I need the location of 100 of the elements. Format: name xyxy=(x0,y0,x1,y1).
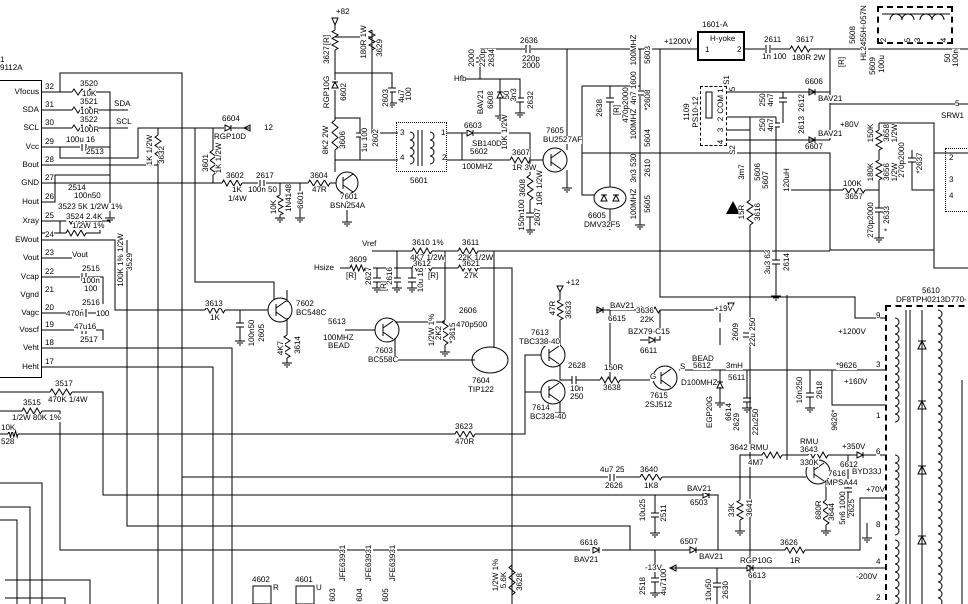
part-label: BAV21 xyxy=(699,553,724,561)
part-label: 2K2 xyxy=(435,326,443,340)
part-label: 50 xyxy=(944,54,952,62)
part-label: 10u50 xyxy=(705,578,713,602)
part-label: 7615 xyxy=(650,392,668,400)
pin-number: 31 xyxy=(45,101,54,109)
part-label: 1K xyxy=(232,186,242,194)
part-label: 9 xyxy=(876,312,880,320)
pin-number: 27 xyxy=(45,174,54,182)
part-label: 2000 xyxy=(468,49,476,67)
part-label: 2 xyxy=(876,594,880,602)
part-label: SCL xyxy=(116,118,132,126)
part-label: +1200V xyxy=(838,328,866,336)
part-label: 100n 50 xyxy=(248,186,277,194)
part-label: 100 xyxy=(405,87,413,101)
part-label: 470p2000 xyxy=(622,87,630,123)
pin-number: PS10-12 xyxy=(692,96,700,128)
part-label: 47R xyxy=(549,300,557,316)
pin-number: 19 xyxy=(45,321,54,329)
part-label: Hsize xyxy=(314,264,334,272)
part-label: 100MHZ xyxy=(630,188,638,220)
pin-label: Veht xyxy=(22,344,39,352)
part-label: 47u16 xyxy=(74,323,96,331)
part-label: 4n7 1600 xyxy=(630,71,638,105)
part-label: 10K xyxy=(82,90,96,98)
part-label: 10K xyxy=(1,424,16,432)
part-label: 2513 xyxy=(86,148,104,156)
part-label: 10n xyxy=(570,385,584,393)
pin-label: SCL xyxy=(23,124,39,132)
pin-number: 1 xyxy=(441,129,446,137)
part-label: 3616 xyxy=(754,203,762,221)
part-label: 100MHZ xyxy=(630,34,638,66)
part-label: 3617 xyxy=(796,36,814,44)
part-label: 330K xyxy=(800,459,819,467)
part-label: 3608 xyxy=(519,179,527,197)
part-label: RGP10G xyxy=(323,76,331,108)
part-label: -200V xyxy=(856,573,878,581)
part-label: 2636 xyxy=(520,37,538,45)
part-label: 120uH xyxy=(783,168,791,192)
part-label: MPSA44 xyxy=(826,479,858,487)
part-label: 604 xyxy=(356,588,364,602)
part-label: 100n50 xyxy=(248,320,256,346)
part-label: 3607 xyxy=(512,149,530,157)
part-label: 7613 xyxy=(531,329,549,337)
part-label: 250 xyxy=(759,118,767,132)
part-label: 2628 xyxy=(568,362,586,370)
part-label: 9112A xyxy=(0,64,23,72)
part-label: 3521 xyxy=(80,98,98,106)
pin-number: 22 xyxy=(45,268,54,276)
part-label: 2616 xyxy=(386,267,394,285)
part-label: 100n xyxy=(82,277,100,285)
part-label: 180K xyxy=(867,162,875,182)
part-label: 1K 1/2W xyxy=(215,142,223,174)
pin-number: 4 xyxy=(940,38,948,42)
part-label: 2617 xyxy=(256,172,274,180)
part-label: 6612 xyxy=(840,461,858,469)
part-label: 4u7 25 xyxy=(600,466,624,474)
part-label: 3mH xyxy=(726,362,743,370)
part-label: 1/4W xyxy=(228,195,247,203)
part-label: 5601 xyxy=(410,177,428,185)
part-label: 6606 xyxy=(805,78,823,86)
part-label: +160V xyxy=(844,378,868,386)
part-label: 100u xyxy=(878,55,886,73)
part-label: [R] xyxy=(346,272,356,280)
part-label: 100u 16 xyxy=(66,136,95,144)
part-label: 3632 xyxy=(158,146,166,164)
part-label: 100MHZ xyxy=(462,163,493,171)
pin-number: 2 xyxy=(949,154,954,162)
part-label: 3633 xyxy=(565,301,573,319)
part-label: 15R xyxy=(738,204,746,220)
part-label: 3613 xyxy=(205,300,223,308)
part-label: 150K xyxy=(867,124,875,142)
part-label: U xyxy=(316,584,322,592)
pin-label: Vfocus xyxy=(14,88,39,96)
part-label: +1200V xyxy=(664,38,692,46)
part-label: 4n7 xyxy=(767,118,775,132)
pin-number: 1 xyxy=(705,46,710,54)
part-label: JFE63931 xyxy=(389,544,397,582)
pin-number: 20 xyxy=(45,304,54,312)
part-label: 2612 xyxy=(798,94,806,112)
part-label: 270p2000 xyxy=(898,142,906,178)
pin-number: 3 xyxy=(717,128,725,132)
part-label: HL2455H-057N xyxy=(860,5,868,61)
part-label: BU2527AF xyxy=(543,136,582,144)
part-label: BYD33J xyxy=(852,468,882,476)
part-label: 2.4K xyxy=(86,213,102,221)
part-label: BC328-40 xyxy=(530,413,566,421)
part-label: [R] xyxy=(613,104,621,116)
part-label: 3614 xyxy=(294,336,302,354)
part-label: 3643 xyxy=(800,446,818,454)
part-label: 250 xyxy=(759,93,767,107)
part-label: 3638 xyxy=(603,384,621,392)
transformer-outline xyxy=(396,122,447,172)
part-label: 3524 xyxy=(66,213,84,221)
part-label: 22K xyxy=(640,316,654,324)
part-label: 6 xyxy=(876,448,880,456)
part-label: 5603 xyxy=(644,46,652,64)
part-label: 470p500 xyxy=(456,321,488,329)
part-label: 2630 xyxy=(722,581,730,599)
part-label: 5610 xyxy=(922,287,940,295)
